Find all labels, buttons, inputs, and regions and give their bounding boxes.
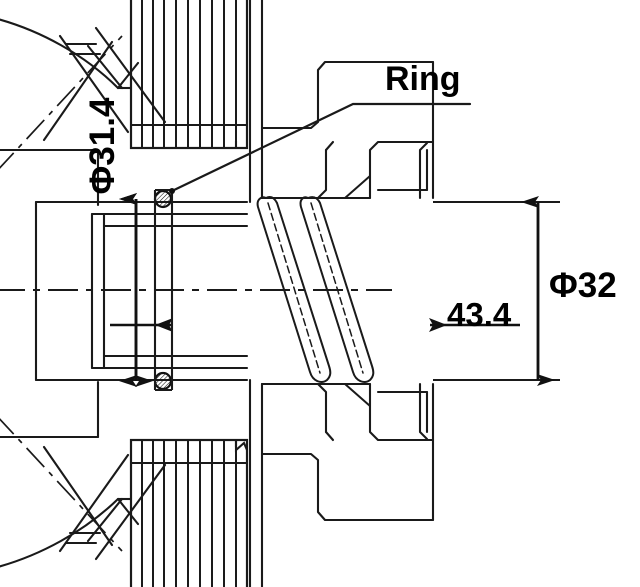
dimension-43-4: [110, 318, 520, 333]
cone-phantom-lines: [0, 35, 123, 552]
o-ring-cross-sections: [153, 188, 174, 392]
dimension-label-phi-31-4: Φ31.4: [83, 97, 122, 195]
dimension-label-phi-32: Φ32: [549, 266, 617, 305]
thread-helix-profile: [256, 175, 375, 407]
dimension-label-43-4: 43.4: [447, 296, 512, 333]
dimension-phi-32: [433, 196, 560, 386]
ring-leader-line: [169, 102, 472, 194]
lower-section-hatch-block: [118, 438, 249, 587]
ring-callout-label: Ring: [385, 60, 461, 98]
upper-section-hatch-block: [118, 0, 249, 150]
